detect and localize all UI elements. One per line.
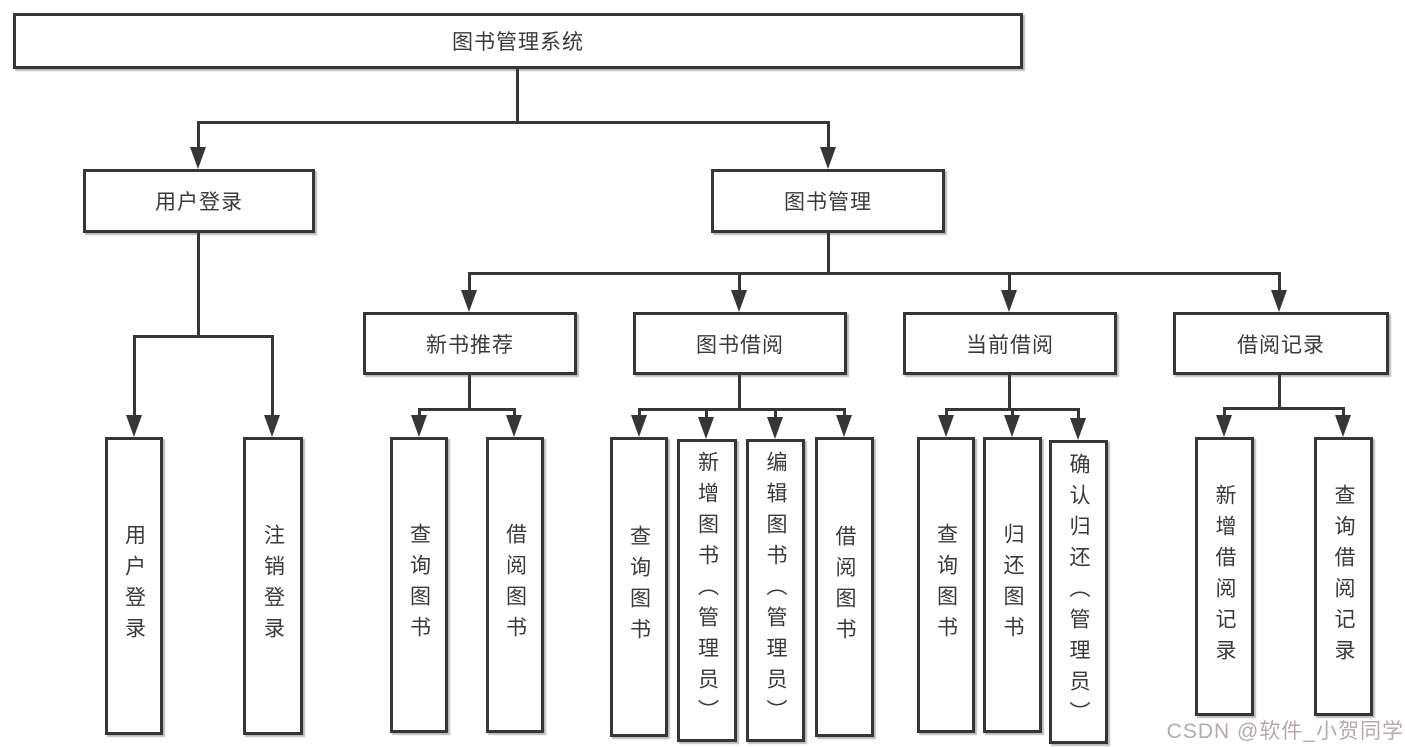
arrowhead-nb-query — [411, 415, 427, 437]
node-borrow-record: 借阅记录 — [1173, 312, 1389, 375]
leaf-nb-query-books-label: 查询图书 — [407, 523, 431, 647]
leaf-bb-borrow-books: 借阅图书 — [815, 437, 874, 737]
connector-newbook-rail — [418, 408, 516, 411]
connector-borrowrecord-rail — [1223, 407, 1345, 410]
connector-bookborrow-stem — [738, 375, 741, 408]
leaf-cb-return-books-label: 归还图书 — [1001, 523, 1024, 647]
connector-drop-newbook — [468, 272, 471, 292]
connector-drop-user-login — [197, 121, 200, 149]
leaf-bb-edit-books-admin: 编辑图书（管理员） — [746, 439, 805, 742]
connector-drop-bb-query — [638, 408, 641, 418]
node-current-borrow: 当前借阅 — [903, 312, 1117, 375]
arrowhead-br-add — [1216, 415, 1232, 437]
node-book-borrow: 图书借阅 — [633, 312, 847, 375]
connector-drop-nb-query — [418, 408, 421, 418]
connector-root-rail — [198, 121, 830, 124]
node-user-login: 用户登录 — [83, 169, 315, 233]
node-borrow-record-label: 借阅记录 — [1237, 333, 1325, 357]
arrowhead-bb-add — [698, 417, 714, 439]
node-book-borrow-label: 图书借阅 — [696, 333, 784, 357]
arrowhead-bb-query — [631, 415, 647, 437]
node-new-book-recommend: 新书推荐 — [363, 312, 577, 375]
arrowhead-user-login — [190, 147, 206, 169]
connector-userlogin-stem — [197, 233, 200, 335]
leaf-cb-query-books: 查询图书 — [917, 437, 975, 733]
connector-drop-book-mgmt — [827, 121, 830, 149]
node-book-management: 图书管理 — [711, 169, 945, 233]
connector-drop-currentborrow — [1008, 272, 1011, 292]
connector-bookmgmt-stem — [827, 233, 830, 272]
arrowhead-nb-borrow — [506, 415, 522, 437]
leaf-br-add-record-label: 新增借阅记录 — [1213, 483, 1236, 670]
leaf-cb-query-books-label: 查询图书 — [934, 523, 958, 647]
arrowhead-cb-query — [938, 415, 954, 437]
arrowhead-login — [126, 415, 142, 437]
leaf-br-query-record-label: 查询借阅记录 — [1332, 483, 1355, 670]
node-current-borrow-label: 当前借阅 — [966, 333, 1054, 357]
connector-drop-nb-borrow — [513, 408, 516, 418]
csdn-watermark: CSDN @软件_小贺同学 — [1166, 720, 1404, 743]
arrowhead-bb-edit — [767, 417, 783, 439]
leaf-bb-add-books-admin: 新增图书（管理员） — [677, 439, 737, 742]
node-new-book-recommend-label: 新书推荐 — [426, 333, 514, 357]
connector-newbook-stem — [468, 375, 471, 408]
arrowhead-logout — [264, 415, 280, 437]
connector-borrowrecord-stem — [1278, 375, 1281, 407]
arrowhead-cb-confirm — [1070, 418, 1086, 440]
connector-userlogin-rail — [133, 335, 274, 338]
leaf-user-login: 用户登录 — [105, 437, 163, 735]
leaf-bb-query-books: 查询图书 — [610, 437, 668, 737]
connector-drop-borrowrecord — [1278, 272, 1281, 292]
connector-drop-bb-add — [705, 408, 708, 418]
leaf-cb-confirm-return-admin-label: 确认归还（管理员） — [1067, 452, 1090, 732]
node-user-login-label: 用户登录 — [155, 191, 243, 214]
node-book-management-label: 图书管理 — [784, 191, 872, 214]
leaf-bb-edit-books-admin-label: 编辑图书（管理员） — [764, 451, 787, 730]
arrowhead-newbook — [461, 290, 477, 312]
connector-drop-cb-query — [945, 408, 948, 418]
connector-currentborrow-stem — [1008, 375, 1011, 408]
connector-drop-logout — [271, 335, 274, 417]
leaf-cb-return-books: 归还图书 — [983, 437, 1042, 733]
connector-drop-login — [133, 335, 136, 417]
connector-bookborrow-rail — [638, 408, 846, 411]
arrowhead-currentborrow — [1001, 290, 1017, 312]
leaf-logout-label: 注销登录 — [261, 524, 285, 648]
connector-root-stem — [516, 68, 519, 121]
leaf-nb-query-books: 查询图书 — [390, 437, 448, 733]
node-root: 图书管理系统 — [13, 13, 1023, 69]
leaf-nb-borrow-books: 借阅图书 — [486, 437, 544, 733]
connector-drop-bb-borrow — [843, 408, 846, 418]
connector-drop-br-query — [1342, 407, 1345, 417]
connector-bookmgmt-rail — [469, 272, 1281, 275]
arrowhead-br-query — [1335, 415, 1351, 437]
connector-drop-bookborrow — [738, 272, 741, 292]
connector-drop-cb-return — [1011, 408, 1014, 418]
connector-drop-br-add — [1223, 407, 1226, 417]
connector-drop-bb-edit — [774, 408, 777, 418]
leaf-br-query-record: 查询借阅记录 — [1314, 437, 1373, 716]
leaf-br-add-record: 新增借阅记录 — [1195, 437, 1254, 716]
leaf-user-login-label: 用户登录 — [122, 524, 146, 648]
connector-drop-cb-confirm — [1077, 408, 1080, 418]
arrowhead-bb-borrow — [836, 415, 852, 437]
leaf-bb-query-books-label: 查询图书 — [627, 525, 651, 649]
arrowhead-bookborrow — [731, 290, 747, 312]
leaf-bb-add-books-admin-label: 新增图书（管理员） — [695, 451, 719, 730]
arrowhead-cb-return — [1004, 415, 1020, 437]
leaf-nb-borrow-books-label: 借阅图书 — [503, 523, 527, 647]
leaf-bb-borrow-books-label: 借阅图书 — [833, 525, 856, 649]
leaf-cb-confirm-return-admin: 确认归还（管理员） — [1049, 440, 1108, 744]
arrowhead-borrowrecord — [1271, 290, 1287, 312]
node-root-label: 图书管理系统 — [452, 31, 584, 54]
arrowhead-book-mgmt — [820, 147, 836, 169]
leaf-logout: 注销登录 — [243, 437, 303, 735]
